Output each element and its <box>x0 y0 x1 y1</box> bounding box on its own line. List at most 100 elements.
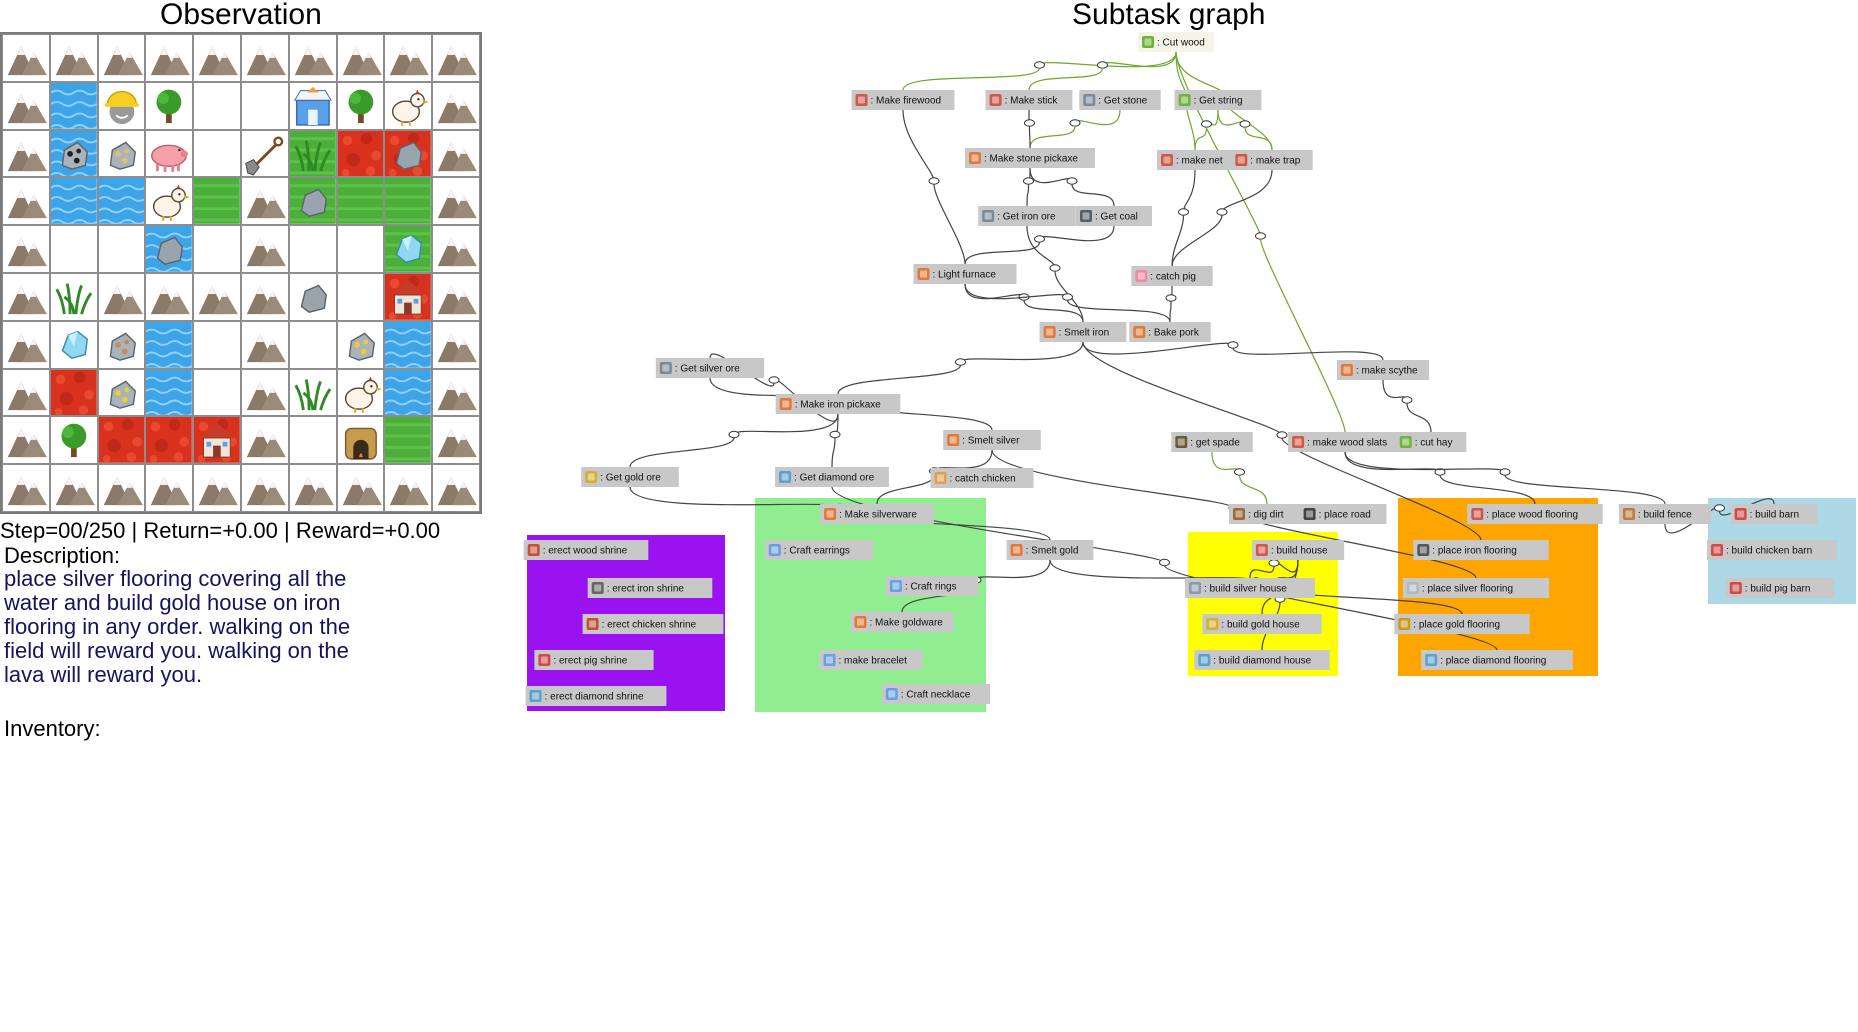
node-box <box>1039 322 1127 342</box>
edge-junction <box>728 430 740 439</box>
edge-make-stone-pickaxe-to-get-coal <box>1029 167 1073 184</box>
shrine-icon <box>529 690 542 702</box>
edge-junction <box>1227 341 1239 349</box>
pickaxe-icon <box>779 398 792 410</box>
node-build-silver-house: : build silver house <box>1185 578 1315 598</box>
edge-junction <box>928 177 940 185</box>
node-get-silver-ore: : Get silver ore <box>655 358 765 378</box>
edge-junction <box>1250 577 1262 585</box>
edge-junction <box>1066 177 1078 185</box>
node-label: : build house <box>1271 546 1328 557</box>
node-box <box>534 650 654 670</box>
road-icon <box>1303 508 1316 520</box>
tile-water <box>97 177 146 226</box>
edge-segment <box>1066 299 1171 323</box>
tile-field <box>336 177 385 226</box>
node-box <box>1229 504 1305 524</box>
node-make-stone-pickaxe: : Make stone pickaxe <box>965 148 1095 168</box>
pickaxe-icon <box>969 152 981 164</box>
tile-mountain <box>49 34 98 82</box>
edge-make-stick-to-make-stone-pickaxe <box>1028 109 1031 126</box>
house-icon <box>1206 618 1219 630</box>
node-craft-earrings: : Craft earrings <box>764 540 874 560</box>
edge-segment <box>1718 498 1775 516</box>
jeweler-icon <box>885 688 898 700</box>
node-box <box>1395 432 1467 452</box>
edge-junction <box>1239 120 1251 128</box>
node-label: : build barn <box>1750 510 1799 521</box>
edge-segment <box>1406 402 1432 433</box>
node-make-net: : make net <box>1157 150 1233 170</box>
edge-segment <box>839 509 1051 541</box>
node-place-silver-flooring: : place silver flooring <box>1402 578 1550 598</box>
tile-empty <box>193 368 241 417</box>
edge-junction <box>1159 558 1170 567</box>
shrine-icon <box>538 654 551 666</box>
stick-icon <box>989 94 1002 106</box>
edge-segment <box>1244 126 1273 151</box>
shrine-icon <box>586 618 599 630</box>
tile-empty <box>193 225 241 273</box>
node-label: : Get diamond ore <box>794 473 874 484</box>
node-label: : catch pig <box>1150 272 1196 283</box>
tile-empty <box>49 225 98 273</box>
tile-mountain <box>97 272 146 321</box>
node-label: : build silver house <box>1204 584 1287 595</box>
edge-junction <box>834 503 846 512</box>
node-box <box>985 90 1073 110</box>
node-make-stick: : Make stick <box>985 90 1073 110</box>
graph-nodes: : Cut wood: Make firewood: Make stick: G… <box>523 32 1837 706</box>
node-label: : make bracelet <box>839 656 908 667</box>
tile-water <box>384 368 433 417</box>
fence-icon <box>1622 508 1635 520</box>
node-make-scythe: : make scythe <box>1336 360 1430 380</box>
node-make-silverware: : Make silverware <box>820 504 934 524</box>
node-label: : Craft earrings <box>784 546 850 557</box>
node-box <box>1171 432 1253 452</box>
node-box <box>1138 32 1214 52</box>
node-box <box>819 650 923 670</box>
furnace-icon <box>1133 326 1146 338</box>
tile-mountain <box>145 272 194 321</box>
house-icon <box>1255 544 1268 556</box>
tile-lava <box>97 416 146 465</box>
edge-junction <box>1201 120 1212 128</box>
tile-empty <box>97 225 146 273</box>
node-label: : place road <box>1319 510 1371 521</box>
node-make-bracelet: : make bracelet <box>819 650 923 670</box>
edge-segment <box>902 67 1041 91</box>
node-get-stone: : Get stone <box>1079 90 1161 110</box>
edge-segment <box>1169 300 1172 323</box>
edge-get-gold-ore-to-smelt-gold <box>629 486 841 509</box>
tile-field-stone <box>288 177 337 226</box>
tile-mountain <box>432 272 480 321</box>
edge-segment <box>1281 437 1482 541</box>
edge-get-diamond-ore-to-place-diamond-flooring <box>831 486 1166 564</box>
edge-make-iron-pickaxe-to-get-diamond-ore <box>834 413 839 435</box>
edge-get-coal-to-light-furnace <box>1038 225 1115 242</box>
flooring-icon <box>1417 544 1430 556</box>
node-dig-dirt: : dig dirt <box>1229 504 1305 524</box>
edge-smelt-silver-to-make-silverware <box>933 449 993 472</box>
node-box <box>1202 614 1322 634</box>
node-label: : Make stick <box>1005 96 1059 107</box>
group-box-barns <box>1708 498 1856 604</box>
tree-icon <box>1142 36 1154 48</box>
edge-make-iron-pickaxe-to-get-silver-ore <box>773 378 839 422</box>
edge-segment <box>901 582 977 613</box>
barn-icon <box>1729 582 1742 594</box>
tile-lava <box>145 416 194 465</box>
edge-junction <box>1268 559 1280 567</box>
node-get-string: : Get string <box>1174 90 1262 110</box>
edge-segment <box>629 437 735 468</box>
node-box <box>881 684 991 704</box>
scythe-icon <box>1340 364 1353 376</box>
tile-shovel <box>240 129 289 178</box>
observation-grid <box>0 32 482 514</box>
node-box <box>1336 360 1430 380</box>
group-box-jewelry <box>755 498 986 712</box>
edge-segment <box>1504 474 1666 505</box>
edge-junction <box>1165 294 1177 302</box>
tile-diamond <box>49 320 98 369</box>
tile-empty <box>193 81 241 130</box>
